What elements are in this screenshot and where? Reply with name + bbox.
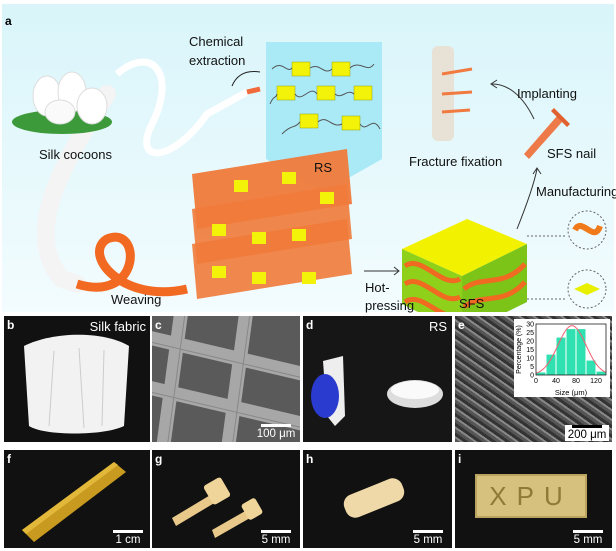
sfs-rod-photo [343, 478, 405, 518]
scale-label-f: 1 cm [115, 534, 141, 546]
panel-b-title: Silk fabric [89, 319, 146, 334]
y-tick-label: 30 [526, 322, 534, 329]
label-weaving: Weaving [111, 292, 162, 307]
fiber-tip [246, 86, 261, 95]
x-tick-label: 40 [552, 378, 560, 385]
schematic-illustration [12, 42, 607, 312]
layer-detail-icon [574, 283, 600, 295]
sfs-screws-photo [172, 477, 263, 538]
y-axis-label: Percentage (%) [516, 325, 523, 374]
label-sfs: SFS [459, 296, 485, 311]
panel-letter-i: i [458, 452, 462, 466]
histogram-bar [546, 354, 556, 375]
implanting-arrow [490, 79, 535, 120]
y-tick-label: 5 [530, 364, 534, 371]
label-hot-pressing-1: Hot- [365, 280, 390, 295]
panel-d-title: RS [428, 319, 447, 334]
label-implanting: Implanting [517, 86, 577, 101]
scale-label-h: 5 mm [413, 534, 443, 546]
gaussian-fit-line [535, 325, 607, 374]
panel-i-engraved-plate: XPU i 5 mm [455, 450, 612, 548]
rs-crystallites [276, 61, 373, 131]
panel-letter-e: e [458, 318, 465, 332]
histogram-bar [566, 329, 576, 375]
y-tick-label: 25 [526, 330, 534, 337]
scale-label-i: 5 mm [573, 534, 603, 546]
weave-detail-circle [567, 210, 607, 250]
silk-thread [114, 58, 249, 157]
silk-fabric-photo [24, 334, 129, 434]
scale-bar-e: 200 μm [565, 425, 609, 441]
panel-letter-h: h [306, 452, 314, 466]
panel-letter-d: d [306, 318, 314, 332]
hot-pressing-arrow [364, 266, 400, 276]
label-chemical-extraction-2: extraction [189, 53, 246, 68]
scale-label-g: 5 mm [261, 534, 291, 546]
histogram-bar [586, 360, 596, 375]
x-axis-label: Size (μm) [555, 388, 588, 397]
x-tick-label: 80 [572, 378, 580, 385]
scale-bar-i: 5 mm [568, 530, 608, 546]
weave-detail-icon [572, 223, 603, 236]
panel-h-sfs-rod: h 5 mm [303, 450, 452, 548]
plot-frame [535, 323, 607, 376]
extraction-arrow [231, 71, 261, 87]
label-sfs-nail: SFS nail [547, 146, 597, 161]
scale-label-e: 200 μm [567, 429, 607, 441]
y-tick-label: 10 [526, 356, 534, 363]
scale-bar-g: 5 mm [256, 530, 296, 546]
scale-bar-c: 100 μm [256, 424, 296, 440]
engraved-plate: XPU [475, 474, 587, 518]
sfs-plate-photo [22, 462, 126, 542]
panel-letter-a: a [5, 14, 12, 28]
label-fracture-fixation: Fracture fixation [409, 154, 503, 169]
label-silk-cocoons: Silk cocoons [39, 147, 112, 162]
panel-c-sem-fabric: c 100 μm [152, 316, 300, 442]
histogram-bar [576, 329, 586, 375]
panel-b-silk-fabric: b Silk fabric [4, 316, 150, 442]
histogram-bar [556, 337, 566, 375]
sfs-block [402, 219, 527, 312]
layer-detail-circle [567, 269, 607, 309]
panel-a-schematic: a Silk cocoons Chemical extraction RS We… [2, 4, 616, 313]
rs-photo [311, 356, 443, 426]
rs-zoom-box [266, 42, 382, 192]
manufacturing-arrow [516, 167, 542, 230]
panel-letter-b: b [7, 318, 15, 332]
x-tick-label: 120 [590, 378, 602, 385]
panel-letter-f: f [7, 452, 11, 466]
orange-fiber-loop [75, 232, 189, 297]
scale-bar-h: 5 mm [408, 530, 448, 546]
cocoon [44, 99, 76, 125]
sem-weave-image [152, 316, 300, 442]
y-tick-label: 0 [530, 373, 534, 380]
panel-letter-c: c [155, 318, 162, 332]
scale-bar-f: 1 cm [110, 530, 146, 546]
scale-label-c: 100 μm [256, 428, 296, 440]
panel-d-rs-powder: d RS [303, 316, 452, 442]
histogram-bar [536, 372, 546, 375]
x-tick-label: 0 [534, 378, 538, 385]
panel-f-sfs-plate: f 1 cm [4, 450, 150, 548]
label-chemical-extraction-1: Chemical [189, 34, 244, 49]
panel-letter-g: g [155, 452, 163, 466]
detail-leaders [527, 235, 567, 300]
spine-illustration [432, 46, 473, 141]
label-hot-pressing-2: pressing [365, 298, 415, 313]
sfs-nail-illustration [524, 108, 570, 159]
rs-chains [269, 63, 381, 135]
y-tick-label: 15 [526, 347, 534, 354]
label-manufacturing: Manufacturing [536, 184, 616, 199]
histogram-bar [596, 371, 606, 375]
cocoon [76, 87, 108, 125]
woven-fabric-layers [192, 149, 352, 299]
panel-g-sfs-screws: g 5 mm [152, 450, 300, 548]
label-rs: RS [314, 160, 333, 175]
y-tick-label: 20 [526, 339, 534, 346]
